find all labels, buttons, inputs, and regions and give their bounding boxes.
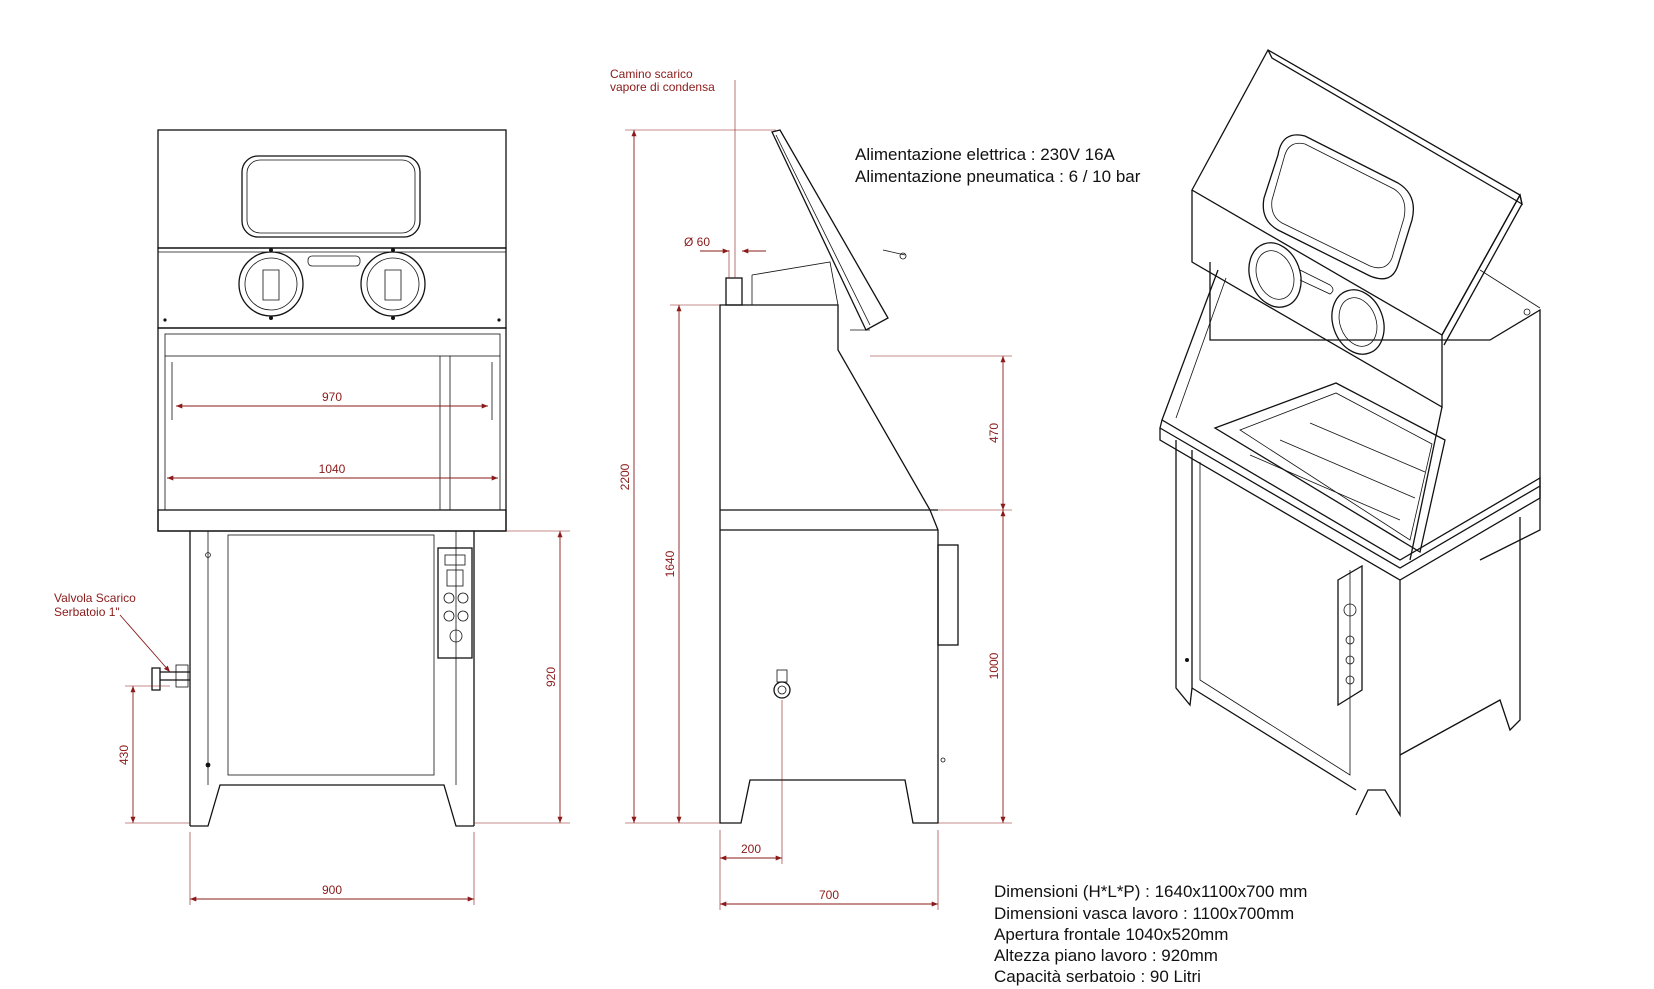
side-view: [719, 129, 959, 824]
dim-700: 700: [819, 888, 839, 902]
chimney-label-line2: vapore di condensa: [610, 80, 715, 94]
chimney-label-line1: Camino scarico: [610, 67, 693, 81]
dim-1000: 1000: [987, 652, 1001, 679]
valve-label-line2: Serbatoio 1": [54, 605, 120, 619]
valve-label-line1: Valvola Scarico: [54, 591, 136, 605]
dim-920: 920: [544, 667, 558, 687]
power-specs: Alimentazione elettrica : 230V 16A Alime…: [855, 145, 1141, 186]
dim-200: 200: [741, 842, 761, 856]
dim-430: 430: [117, 745, 131, 765]
spec-front-opening: Apertura frontale 1040x520mm: [994, 925, 1228, 944]
side-dimensions: Ø 60 Camino scarico vapore di condensa 2…: [610, 67, 1012, 910]
isometric-view: [1159, 49, 1541, 818]
dim-2200: 2200: [618, 463, 632, 490]
spec-tank-capacity: Capacità serbatoio : 90 Litri: [994, 967, 1201, 986]
dim-1640: 1640: [663, 550, 677, 577]
general-specs: Dimensioni (H*L*P) : 1640x1100x700 mm Di…: [994, 882, 1307, 986]
dim-970: 970: [322, 390, 342, 404]
front-dimensions: 970 1040 900 920 430 Valvola Scarico Ser…: [54, 390, 570, 905]
dim-900: 900: [322, 883, 342, 897]
front-view: [151, 129, 507, 827]
spec-work-height: Altezza piano lavoro : 920mm: [994, 946, 1218, 965]
dim-470: 470: [987, 423, 1001, 443]
power-pneumatic: Alimentazione pneumatica : 6 / 10 bar: [855, 167, 1141, 186]
spec-tank-dimensions: Dimensioni vasca lavoro : 1100x700mm: [994, 904, 1294, 923]
diameter-label: Ø 60: [684, 235, 710, 249]
spec-dimensions: Dimensioni (H*L*P) : 1640x1100x700 mm: [994, 882, 1307, 901]
power-electric: Alimentazione elettrica : 230V 16A: [855, 145, 1116, 164]
dim-1040: 1040: [319, 462, 346, 476]
